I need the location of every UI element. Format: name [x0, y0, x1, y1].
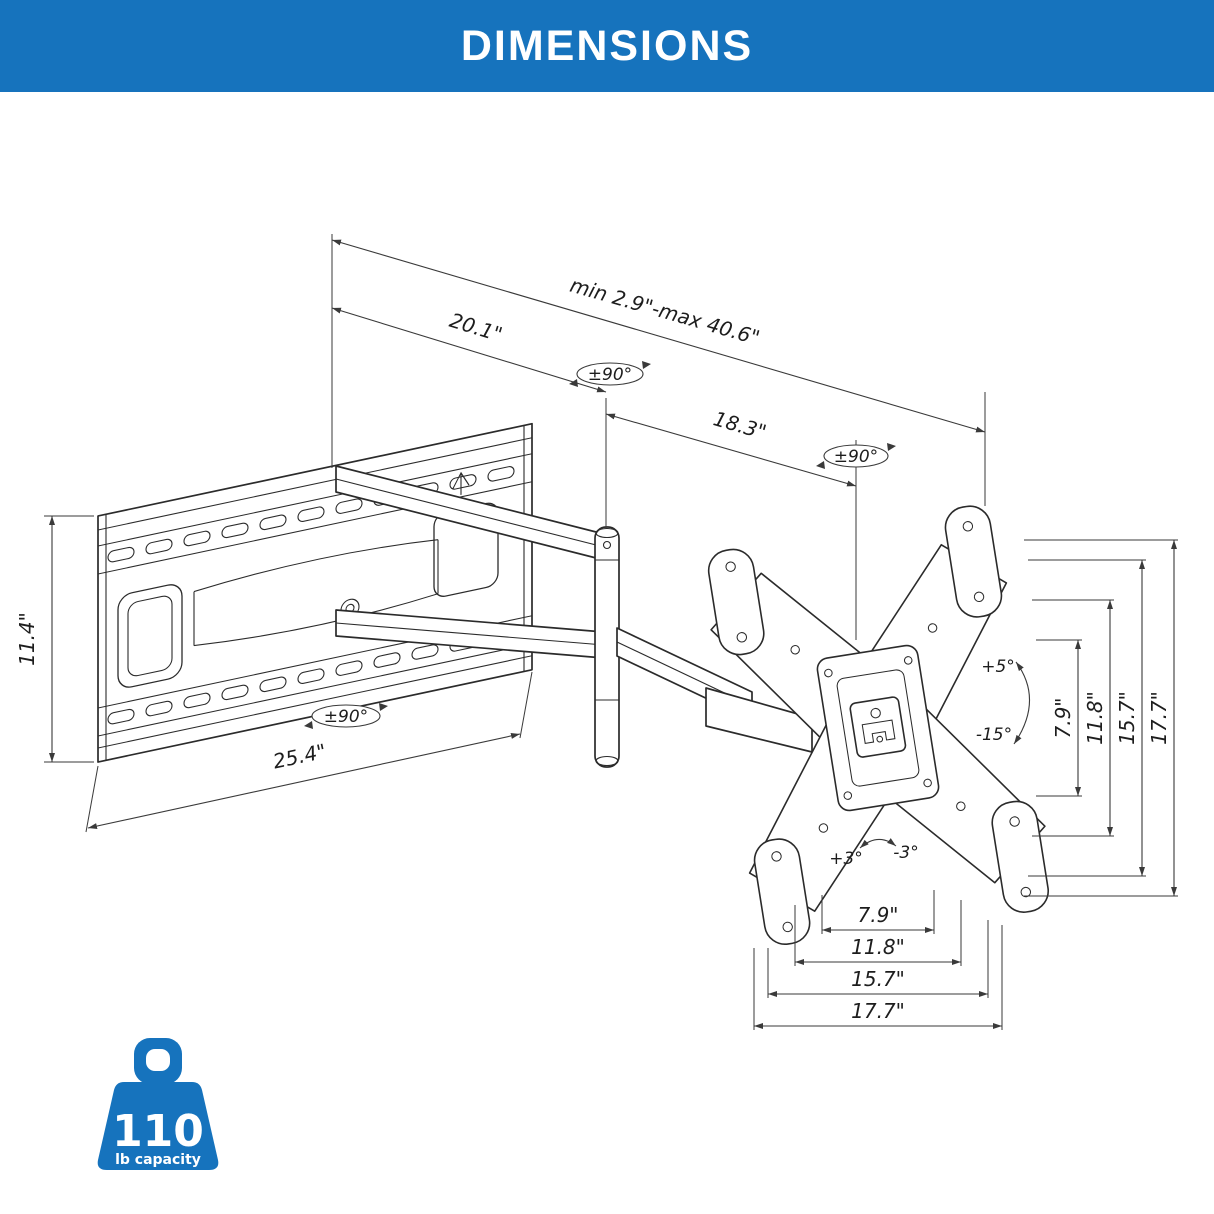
svg-text:25.4": 25.4" — [271, 739, 329, 774]
vesa-pad-bottom-right — [991, 800, 1049, 913]
vesa-pad-bottom-left — [753, 838, 811, 945]
vesa-plate — [707, 505, 1049, 945]
svg-text:15.7": 15.7" — [1115, 691, 1139, 745]
vesa-pad-top-right — [944, 505, 1003, 618]
svg-text:11.8": 11.8" — [851, 935, 905, 959]
page-title: DIMENSIONS — [460, 21, 754, 70]
dim-vesa-width-3: 15.7" — [767, 920, 989, 998]
wallplate-cutout-left — [117, 584, 183, 688]
svg-text:±90°: ±90° — [588, 365, 632, 385]
weight-capacity-badge: 110 lb capacity — [97, 1038, 219, 1170]
svg-text:±90°: ±90° — [834, 447, 878, 467]
rotation-ccw-label: -3° — [893, 843, 918, 863]
dim-vesa-width-2: 11.8" — [794, 900, 962, 966]
dim-wallplate-height: 11.4" — [15, 515, 94, 763]
page-header: DIMENSIONS — [0, 0, 1214, 92]
pivot-adapter — [849, 696, 907, 758]
svg-text:20.1": 20.1" — [447, 308, 505, 347]
vesa-screw-holes — [725, 521, 1032, 933]
svg-text:11.4": 11.4" — [15, 612, 39, 666]
up-arrow-icon — [452, 471, 470, 495]
svg-text:15.7": 15.7" — [851, 967, 905, 991]
dim-vesa-width-4: 17.7" — [753, 925, 1003, 1030]
svg-text:11.8": 11.8" — [1083, 691, 1107, 745]
swivel-indicator-3: ±90° — [304, 703, 388, 729]
svg-text:7.9": 7.9" — [1051, 697, 1075, 738]
articulating-arm — [335, 465, 813, 768]
swivel-indicator-1: ±90° — [569, 361, 651, 387]
capacity-value: 110 — [112, 1106, 204, 1157]
dim-vesa-height-1: 7.9" — [1036, 639, 1082, 797]
tilt-down-label: -15° — [976, 725, 1012, 745]
svg-text:17.7": 17.7" — [851, 999, 905, 1023]
rotation-indicator: +3° -3° — [829, 838, 919, 869]
dim-vesa-height-4: 17.7" — [1024, 539, 1178, 897]
svg-text:17.7": 17.7" — [1147, 691, 1171, 745]
dim-vesa-height-3: 15.7" — [1028, 559, 1146, 877]
svg-text:7.9": 7.9" — [857, 903, 898, 927]
weight-body — [97, 1082, 219, 1170]
capacity-unit: lb capacity — [115, 1152, 201, 1168]
svg-text:±90°: ±90° — [324, 707, 368, 727]
dim-vesa-height-2: 11.8" — [1032, 599, 1114, 837]
svg-text:18.3": 18.3" — [711, 406, 769, 444]
vesa-pad-top-left — [707, 548, 765, 656]
hinge-column — [594, 526, 620, 768]
swivel-indicator-2: ±90° — [816, 443, 896, 469]
dim-vesa-width-1: 7.9" — [821, 890, 935, 934]
tilt-indicator: +5° -15° — [976, 657, 1031, 745]
tilt-up-label: +5° — [981, 657, 1015, 677]
rotation-cw-label: +3° — [829, 849, 863, 869]
